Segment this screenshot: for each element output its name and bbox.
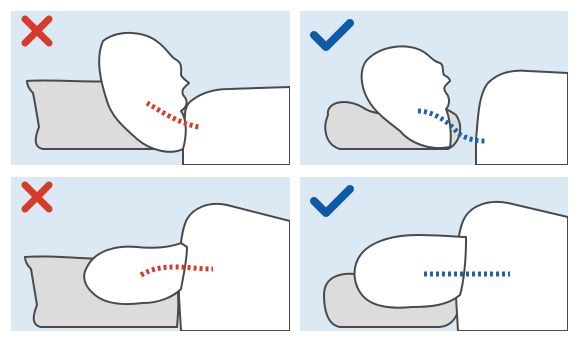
panel-back-sleeping-contour-pillow <box>300 11 568 165</box>
check-icon <box>314 23 350 47</box>
cross-icon <box>25 185 49 209</box>
illustration <box>300 177 568 331</box>
person-head-and-body <box>183 87 290 165</box>
check-icon <box>314 189 350 213</box>
person-head <box>355 235 466 308</box>
panel-side-sleeping-standard-pillow <box>11 177 290 331</box>
person-torso <box>476 71 568 165</box>
illustration <box>11 177 290 331</box>
panel-back-sleeping-standard-pillow <box>11 11 290 165</box>
person-head <box>84 243 187 304</box>
cross-icon <box>25 19 49 43</box>
illustration <box>300 11 568 165</box>
person-torso <box>456 202 568 331</box>
panel-side-sleeping-contour-pillow <box>300 177 568 331</box>
illustration <box>11 11 290 165</box>
